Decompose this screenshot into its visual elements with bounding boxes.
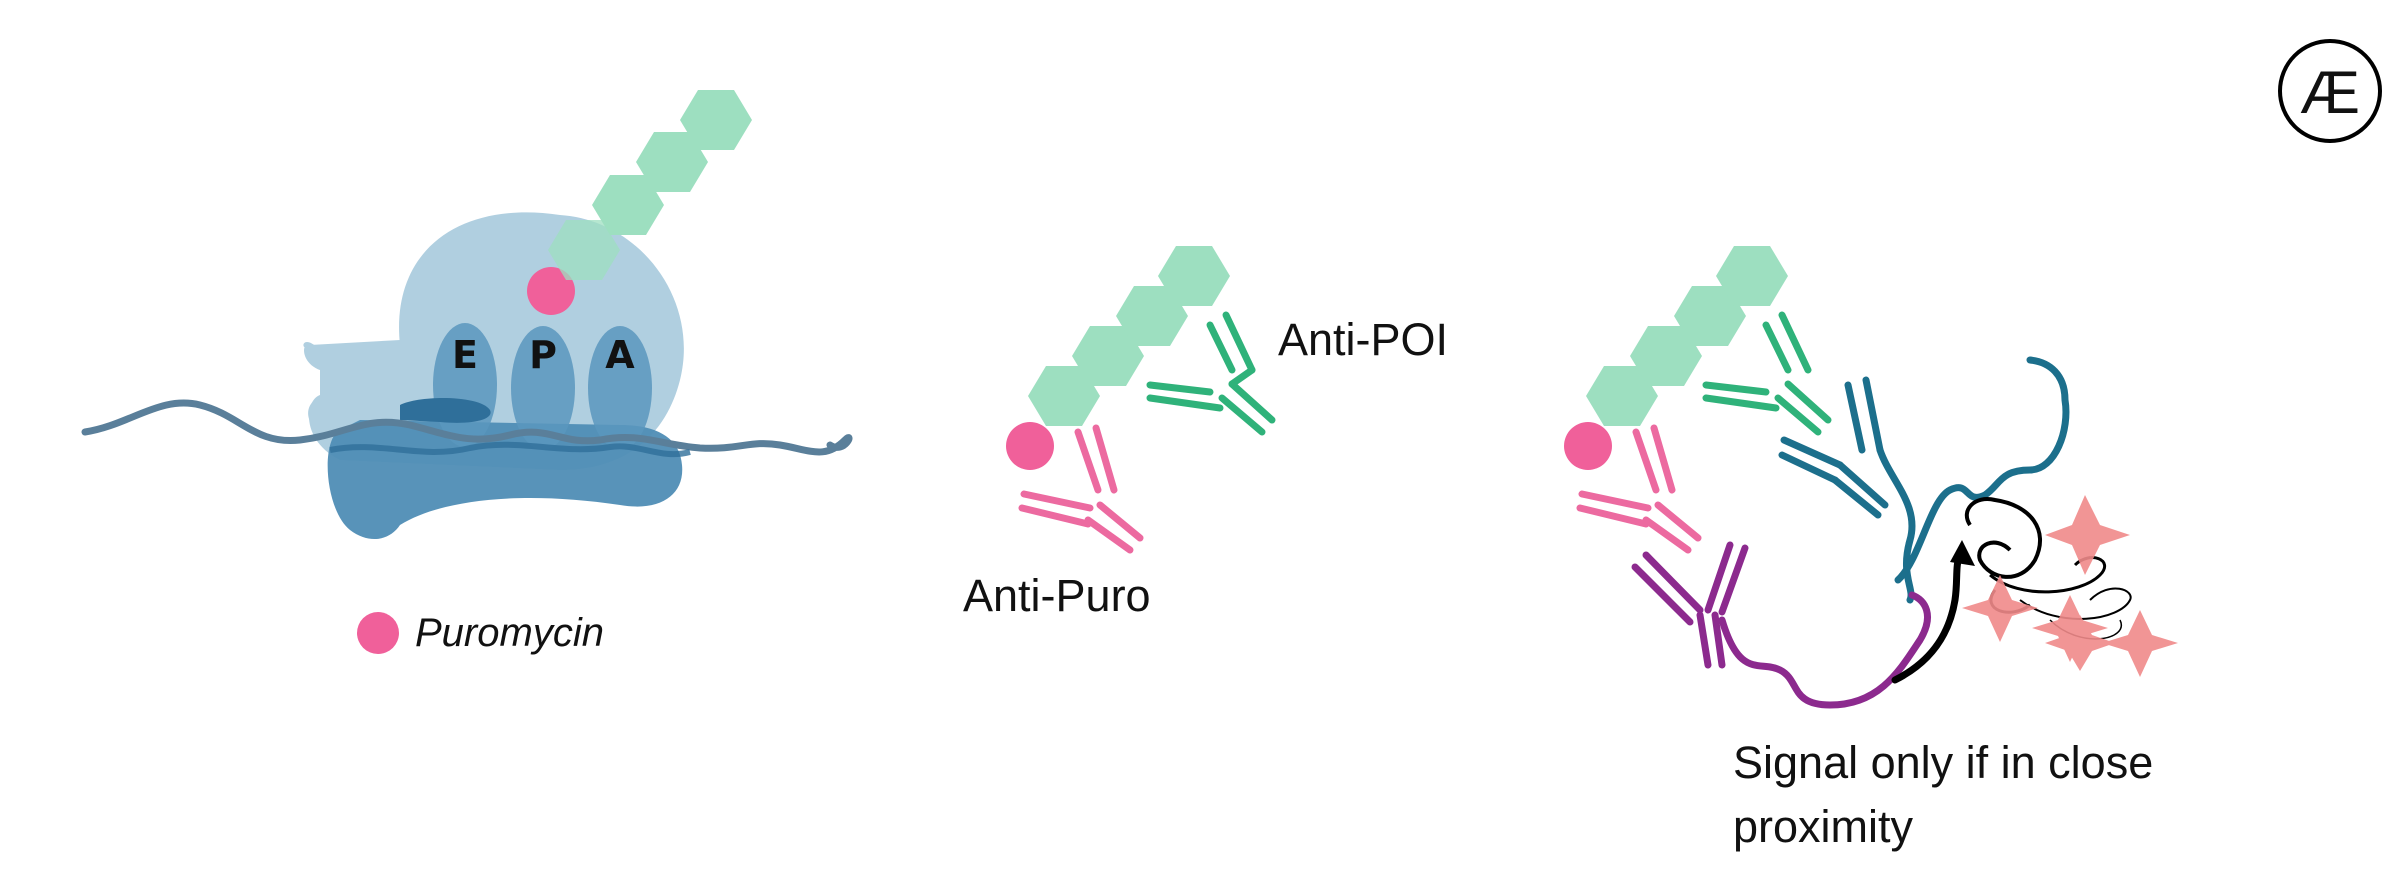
primary-anti-puro	[1576, 424, 1702, 554]
mrna-strand	[81, 399, 853, 456]
secondary-teal-probe	[1778, 356, 2070, 604]
puromycin-dot	[1564, 422, 1612, 470]
site-a-label: A	[605, 333, 635, 377]
site-p-label: P	[529, 333, 557, 377]
signal-label-line1: Signal only if in close	[1733, 737, 2153, 788]
anti-puro-label: Anti-Puro	[963, 570, 1151, 621]
signal-star	[2045, 495, 2130, 575]
puromycin-legend-label: Puromycin	[415, 611, 604, 655]
antibody-panel: Anti-POI Anti-Puro	[963, 246, 1448, 621]
ae-logo: Æ	[2278, 39, 2382, 143]
peptide-chain	[1586, 246, 1788, 426]
signal-label-line2: proximity	[1733, 801, 1914, 852]
puromycin-dot	[1006, 422, 1054, 470]
fluorescent-signals	[1962, 495, 2178, 677]
site-e-label: E	[452, 333, 478, 377]
amplification-arrow	[1891, 540, 1975, 684]
puromycin-legend-dot	[357, 612, 399, 654]
signal-star	[2032, 595, 2108, 662]
peptide-chain	[548, 90, 752, 280]
signal-star	[2045, 615, 2115, 671]
logo-text: Æ	[2300, 59, 2360, 126]
anti-puro-antibody	[1018, 424, 1144, 554]
peptide-chain	[1028, 246, 1230, 426]
proximity-panel: Signal only if in close proximity	[1564, 246, 2178, 852]
secondary-purple-probe	[1631, 541, 1931, 709]
puromycin-dot	[527, 267, 575, 315]
signal-star	[1962, 575, 2038, 642]
primary-anti-poi	[1702, 311, 1832, 436]
anti-poi-antibody	[1146, 311, 1276, 436]
anti-poi-label: Anti-POI	[1278, 314, 1448, 365]
signal-star	[2102, 610, 2178, 677]
ribosome-panel: E P A Puromycin	[81, 90, 853, 655]
